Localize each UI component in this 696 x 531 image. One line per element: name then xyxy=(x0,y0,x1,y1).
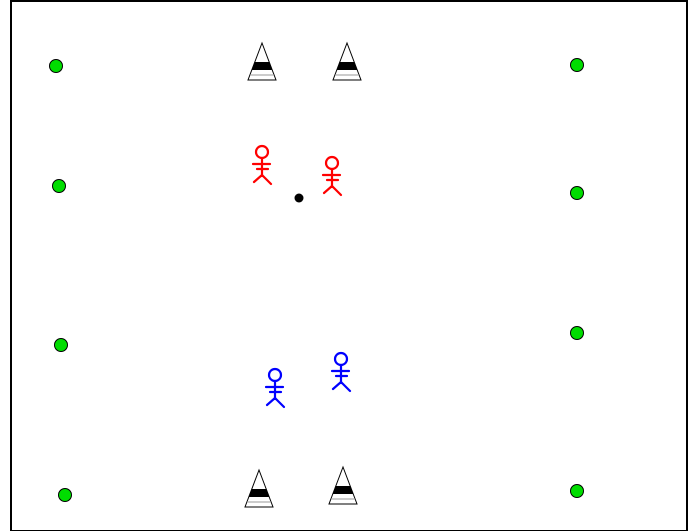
players-group xyxy=(251,144,352,409)
cone-3-icon xyxy=(244,468,274,508)
green-dot-marker-4-icon xyxy=(58,488,72,502)
green-dot-marker-8-icon xyxy=(570,484,584,498)
field-boundary xyxy=(10,0,688,531)
markers-group xyxy=(49,58,584,502)
cones-group xyxy=(244,41,362,508)
blue-player-2-icon xyxy=(330,351,352,393)
red-player-2-icon xyxy=(321,155,343,197)
ball-icon xyxy=(294,193,304,203)
green-dot-marker-5-icon xyxy=(570,58,584,72)
cone-2-icon xyxy=(332,41,362,81)
blue-player-1-icon xyxy=(264,367,286,409)
cone-1-icon xyxy=(247,41,277,81)
green-dot-marker-2-icon xyxy=(52,179,66,193)
green-dot-marker-7-icon xyxy=(570,326,584,340)
green-dot-marker-3-icon xyxy=(54,338,68,352)
cone-4-icon xyxy=(328,465,358,505)
green-dot-marker-1-icon xyxy=(49,59,63,73)
balls-group xyxy=(294,193,304,203)
green-dot-marker-6-icon xyxy=(570,186,584,200)
red-player-1-icon xyxy=(251,144,273,186)
